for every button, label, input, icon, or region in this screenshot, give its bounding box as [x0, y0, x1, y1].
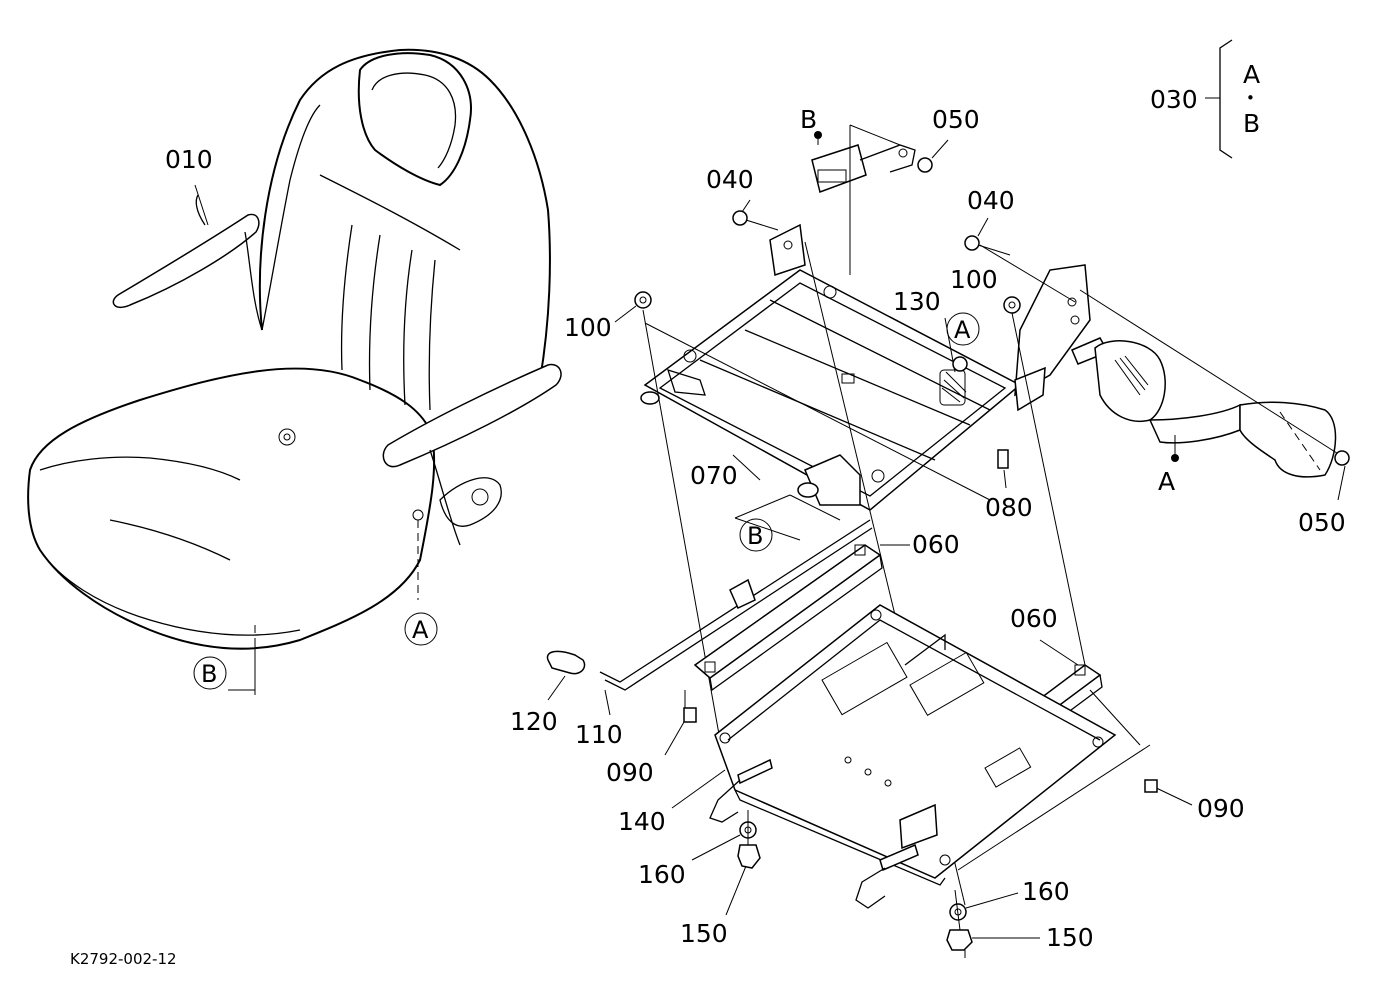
label-160-right: 160: [1022, 877, 1070, 906]
buckle-ref-b: B: [800, 105, 817, 134]
bracket-label-b: B: [1243, 109, 1260, 138]
buckle-assembly: [811, 124, 949, 275]
label-060-left: 060: [912, 530, 960, 559]
upper-bracket: [640, 223, 1091, 511]
label-090-left: 090: [606, 758, 654, 787]
bracket-dot: •: [1246, 89, 1255, 107]
label-050-right: 050: [1298, 508, 1346, 537]
label-120: 120: [510, 707, 558, 736]
label-040-right: 040: [967, 186, 1015, 215]
bracket-label-a: A: [1243, 60, 1260, 89]
label-030: 030: [1150, 85, 1198, 114]
label-100-left: 100: [564, 313, 612, 342]
label-100-right: 100: [950, 265, 998, 294]
label-150-right: 150: [1046, 923, 1094, 952]
label-010: 010: [165, 145, 213, 174]
label-060-right: 060: [1010, 604, 1058, 633]
label-160-left: 160: [638, 860, 686, 889]
belt-ref-a: A: [1158, 467, 1175, 496]
bracket-key-030: [1205, 39, 1233, 159]
label-110: 110: [575, 720, 623, 749]
label-050-top: 050: [932, 105, 980, 134]
seat-assembly: [27, 48, 562, 695]
label-040-left: 040: [706, 165, 754, 194]
seat-ref-b: B: [201, 660, 217, 688]
label-090-right: 090: [1197, 794, 1245, 823]
rail-ref-a: A: [954, 316, 971, 344]
label-070: 070: [690, 461, 738, 490]
seat-ref-a: A: [412, 616, 429, 644]
label-080: 080: [985, 493, 1033, 522]
label-130: 130: [893, 287, 941, 316]
diagram-code: K2792-002-12: [70, 950, 177, 968]
label-140: 140: [618, 807, 666, 836]
seatbelt-assembly: [1071, 289, 1350, 501]
fasteners-upper: [614, 199, 1086, 906]
base-plate: [671, 604, 1193, 909]
reference-circles: [193, 312, 980, 690]
fasteners-lower: [664, 707, 1158, 958]
rail-ref-b: B: [747, 522, 763, 550]
label-150-left: 150: [680, 919, 728, 948]
